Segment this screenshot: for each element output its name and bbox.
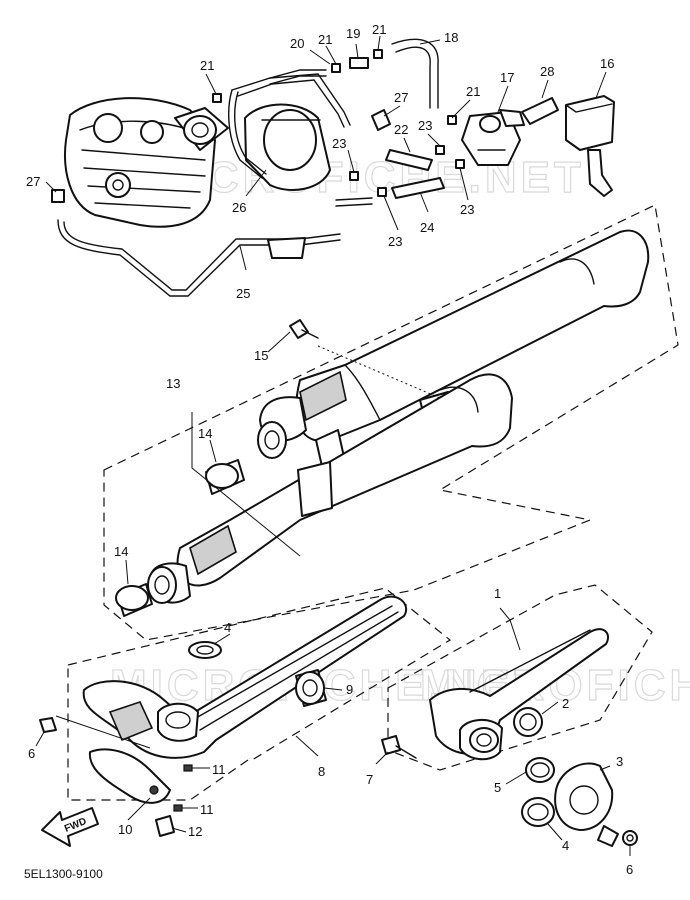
- front-pipe-group-outline: [67, 587, 452, 801]
- callout-3: 3: [616, 754, 623, 769]
- gasket-14-lower: [115, 583, 153, 617]
- callout-27-left: 27: [26, 174, 40, 189]
- callout-21-b: 21: [318, 32, 332, 47]
- gasket-5: [525, 757, 555, 783]
- callout-2: 2: [562, 696, 569, 711]
- reed-valve-17: [461, 109, 525, 166]
- clamp-21a: [212, 93, 222, 103]
- engine-cylinder-head: [64, 97, 229, 228]
- bolt-7: [381, 735, 417, 759]
- muffler-lower: [147, 373, 513, 604]
- air-pipe-25: [57, 219, 341, 297]
- callout-23-b: 23: [332, 136, 346, 151]
- clamp-21c: [373, 49, 383, 59]
- joint-19: [349, 57, 369, 69]
- muffler-group-outline: [103, 204, 679, 641]
- nut-6-rear: [622, 830, 638, 846]
- callout-27-top: 27: [394, 90, 408, 105]
- callout-labels: 21 20 21 19 21 18 21 17 28 16 27 22 23 2…: [26, 22, 633, 877]
- callout-20: 20: [290, 36, 304, 51]
- callout-18: 18: [444, 30, 458, 45]
- air-filter-case-16: [565, 95, 615, 197]
- clamp-21b: [331, 63, 341, 73]
- callout-19: 19: [346, 26, 360, 41]
- callout-21-c: 21: [372, 22, 386, 37]
- leader-lines: [35, 35, 631, 856]
- callout-24: 24: [420, 220, 434, 235]
- callout-10: 10: [118, 822, 132, 837]
- cap-27-left: [51, 189, 65, 203]
- callout-4-rear: 4: [562, 838, 569, 853]
- callout-23-d: 23: [460, 202, 474, 217]
- watermark-top: MICROFICHE.NET: [150, 153, 585, 202]
- callout-28: 28: [540, 64, 554, 79]
- cap-27-top: [371, 109, 391, 131]
- bolt-15: [289, 319, 319, 339]
- rear-pipe-group-outline: [387, 584, 653, 771]
- callout-14-upper: 14: [198, 426, 212, 441]
- callout-15: 15: [254, 348, 268, 363]
- gasket-2: [513, 707, 543, 737]
- callout-12: 12: [188, 824, 202, 839]
- clamp-21d: [447, 115, 457, 125]
- clamp-23a: [349, 171, 359, 181]
- nut-6-front: [39, 717, 57, 733]
- callout-11-a: 11: [212, 762, 226, 777]
- callout-21-a: 21: [200, 58, 214, 73]
- bolt-12: [155, 815, 175, 837]
- clip-11: [173, 764, 193, 812]
- pipe-mid: [335, 197, 373, 207]
- callout-1: 1: [494, 586, 501, 601]
- callout-5: 5: [494, 780, 501, 795]
- hose-24: [391, 177, 445, 199]
- callout-13: 13: [166, 376, 180, 391]
- callout-21-d: 21: [466, 84, 480, 99]
- callout-4-front: 4: [224, 620, 231, 635]
- callout-11-b: 11: [200, 802, 214, 817]
- gasket-9: [295, 669, 327, 707]
- gasket-4-front: [188, 641, 222, 659]
- callout-17: 17: [500, 70, 514, 85]
- callout-6-rear: 6: [626, 862, 633, 877]
- gasket-14-upper: [205, 459, 245, 495]
- callout-7: 7: [366, 772, 373, 787]
- callout-9: 9: [346, 682, 353, 697]
- callout-26: 26: [232, 200, 246, 215]
- protector-10: [88, 748, 171, 804]
- dotted-link: [317, 345, 441, 399]
- callout-8: 8: [318, 764, 325, 779]
- callout-14-lower: 14: [114, 544, 128, 559]
- callout-6-front: 6: [28, 746, 35, 761]
- clamp-23b: [377, 187, 387, 197]
- callout-23-a: 23: [418, 118, 432, 133]
- exhaust-pipe-rear: [429, 628, 609, 761]
- exhaust-pipe-front: [82, 595, 407, 759]
- hose-28: [521, 97, 559, 125]
- hose-20: [269, 69, 327, 85]
- joint-3: [554, 762, 619, 847]
- callout-23-c: 23: [388, 234, 402, 249]
- gasket-4-rear: [521, 797, 555, 827]
- muffler-lower-bracket: [297, 461, 333, 517]
- air-cut-valve-assembly-26: [228, 73, 351, 191]
- callout-16: 16: [600, 56, 614, 71]
- clamp-23d: [455, 159, 465, 169]
- diagram-code: 5EL1300-9100: [24, 867, 103, 881]
- fwd-arrow-icon: FWD: [41, 807, 99, 847]
- callout-22: 22: [394, 122, 408, 137]
- hose-22: [385, 149, 433, 171]
- callout-25: 25: [236, 286, 250, 301]
- clamp-23c: [435, 145, 445, 155]
